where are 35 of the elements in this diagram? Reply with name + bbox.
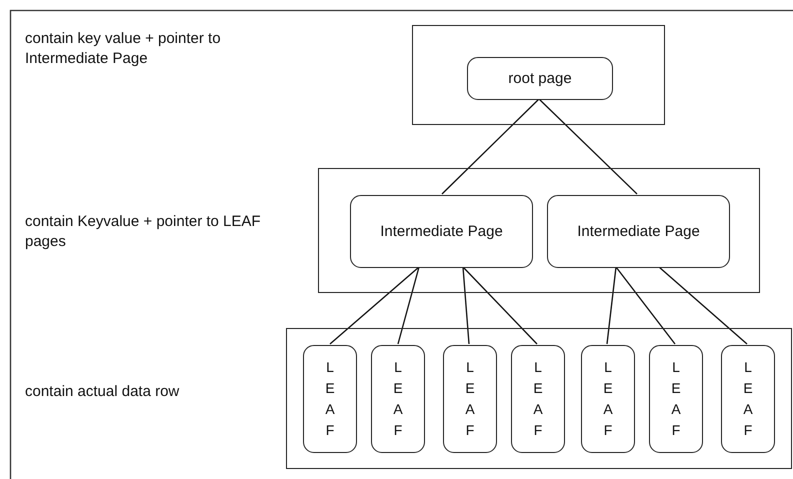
page-label: LEAF: [324, 358, 336, 440]
page-label: Intermediate Page: [380, 223, 503, 240]
level-description: contain actual data row: [25, 382, 180, 402]
connector-line: [330, 266, 420, 344]
page-label: LEAF: [532, 358, 544, 440]
page-label: LEAF: [742, 358, 754, 440]
page-label: root page: [508, 70, 572, 87]
page-label: Intermediate Page: [577, 223, 700, 240]
page-label: LEAF: [670, 358, 682, 440]
page-box: [467, 57, 613, 100]
connector-line: [442, 98, 540, 194]
page-box: [350, 195, 533, 268]
page-label: LEAF: [392, 358, 404, 440]
leaf-page-box: [649, 345, 703, 453]
leaf-page-box: [511, 345, 565, 453]
page-label: LEAF: [464, 358, 476, 440]
leaf-page-box: [443, 345, 497, 453]
page-label: LEAF: [602, 358, 614, 440]
leaf-page-box: [303, 345, 357, 453]
connector-line: [658, 266, 748, 344]
connector-line: [538, 98, 638, 194]
connector-line: [397, 266, 420, 344]
connector-line: [462, 266, 470, 344]
level-description: contain key value + pointer to Intermediate Page: [25, 29, 222, 70]
level-description: contain Keyvalue + pointer to LEAF pages: [25, 212, 262, 252]
leaf-page-box: [581, 345, 635, 453]
level-box: [286, 328, 792, 469]
connector-line: [615, 266, 676, 344]
leaf-page-box: [721, 345, 775, 453]
level-box: [412, 25, 665, 125]
page-box: [547, 195, 730, 268]
connector-line: [606, 266, 617, 344]
connector-line: [462, 266, 538, 344]
level-box: [318, 168, 760, 293]
leaf-page-box: [371, 345, 425, 453]
